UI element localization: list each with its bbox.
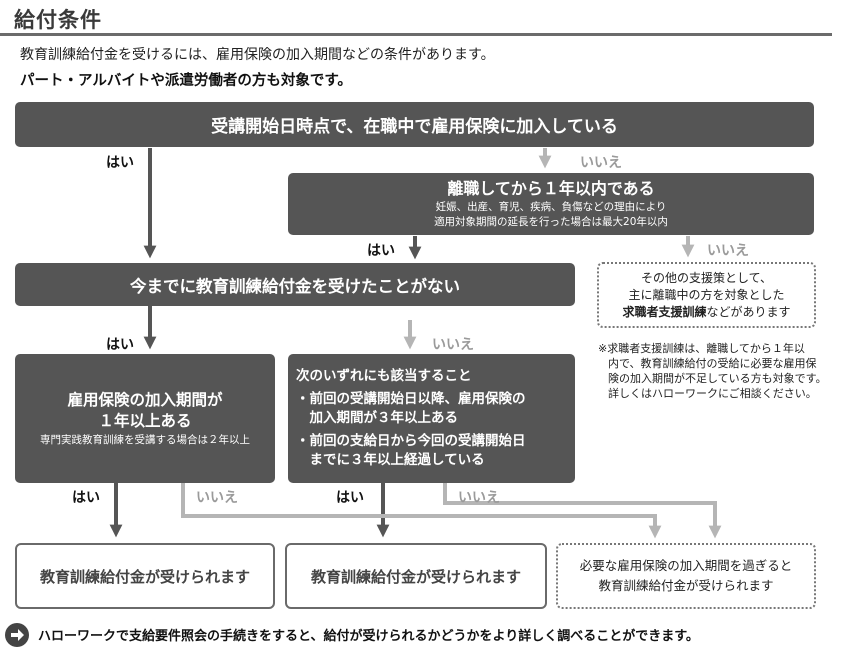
arrow-q5-no [443, 483, 722, 539]
condition-item: までに３年以上経過している [296, 452, 485, 468]
footnote: ※求職者支援訓練は、離職してから１年以 内で、教育訓練給付の受給に必要な雇用保 … [598, 341, 827, 401]
footnote-line: 詳しくはハローワークにご相談ください。 [608, 387, 817, 400]
question-left-within-year-note: 適用対象期間の延長を行った場合は最大20年以内 [434, 216, 668, 228]
bottom-note: ハローワークで支給要件照会の手続きをすると、給付が受けられるかどうかをより詳しく… [38, 629, 699, 644]
page-title: 給付条件 [14, 8, 102, 32]
intro-emphasis: パート・アルバイトや派遣労働者の方も対象です。 [20, 73, 352, 89]
result-conditional-text: 教育訓練給付金が受けられます [598, 578, 774, 593]
job-seeker-training-label: 求職者支援訓練 [622, 304, 707, 319]
intro-text: 教育訓練給付金を受けるには、雇用保険の加入期間などの条件があります。 [20, 47, 495, 63]
other-support-text: その他の支援策として、 [640, 270, 773, 285]
label-no: いいえ [580, 155, 622, 171]
label-yes: はい [106, 337, 134, 353]
arrow-right-circle-icon [4, 622, 30, 648]
question-never-received-text: 今までに教育訓練給付金を受けたことがない [130, 276, 460, 296]
label-no: いいえ [432, 337, 474, 353]
question-employed-insured: 受講開始日時点で、在職中で雇用保険に加入している [15, 102, 814, 147]
title-underline [0, 33, 832, 36]
condition-item: ・前回の受講開始日以降、雇用保険の [296, 391, 526, 407]
result-eligible: 教育訓練給付金が受けられます [15, 543, 275, 609]
result-eligible: 教育訓練給付金が受けられます [285, 543, 547, 609]
result-conditional-text: 必要な雇用保険の加入期間を過ぎると [579, 558, 793, 573]
label-yes: はい [72, 490, 100, 506]
condition-item: 加入期間が３年以上ある [296, 410, 458, 426]
question-insured-period-text: １年以上ある [98, 411, 192, 430]
question-employed-insured-text: 受講開始日時点で、在職中で雇用保険に加入している [211, 117, 618, 137]
condition-item: ・前回の支給日から今回の受講開始日 [296, 433, 526, 449]
question-previous-receipt-conditions: 次のいずれにも該当すること ・前回の受講開始日以降、雇用保険の 加入期間が３年以… [288, 354, 575, 483]
label-no: いいえ [196, 490, 238, 506]
label-yes: はい [336, 490, 364, 506]
other-support-text: などがあります [706, 304, 791, 319]
question-insured-period-note: 専門実践教育訓練を受講する場合は２年以上 [40, 433, 250, 446]
footnote-line: 内で、教育訓練給付の受給に必要な雇用保 [608, 357, 817, 370]
label-yes: はい [367, 243, 395, 259]
label-yes: はい [106, 155, 134, 171]
footnote-line: ※求職者支援訓練は、離職してから１年以 [598, 342, 805, 355]
question-insured-period: 雇用保険の加入期間が １年以上ある 専門実践教育訓練を受講する場合は２年以上 [15, 354, 275, 483]
other-support-text: 主に離職中の方を対象とした [628, 287, 785, 302]
result-eligible-after-period: 必要な雇用保険の加入期間を過ぎると 教育訓練給付金が受けられます [556, 543, 816, 609]
question-left-within-year: 離職してから１年以内である 妊娠、出産、育児、疾病、負傷などの理由により 適用対… [288, 173, 814, 235]
footnote-line: 険の加入期間が不足している方も対象です。 [608, 372, 827, 385]
result-eligible-text: 教育訓練給付金が受けられます [310, 567, 521, 586]
label-no: いいえ [458, 490, 500, 506]
result-eligible-text: 教育訓練給付金が受けられます [39, 567, 250, 586]
question-never-received: 今までに教育訓練給付金を受けたことがない [15, 263, 575, 306]
question-insured-period-text: 雇用保険の加入期間が [67, 390, 223, 409]
other-support-box: その他の支援策として、 主に離職中の方を対象とした 求職者支援訓練などがあります [597, 262, 816, 328]
question-left-within-year-text: 離職してから１年以内である [447, 179, 655, 198]
label-no: いいえ [707, 243, 749, 259]
question-left-within-year-note: 妊娠、出産、育児、疾病、負傷などの理由により [435, 201, 667, 213]
conditions-heading: 次のいずれにも該当すること [296, 368, 472, 384]
arrow-q4-no [181, 483, 662, 539]
